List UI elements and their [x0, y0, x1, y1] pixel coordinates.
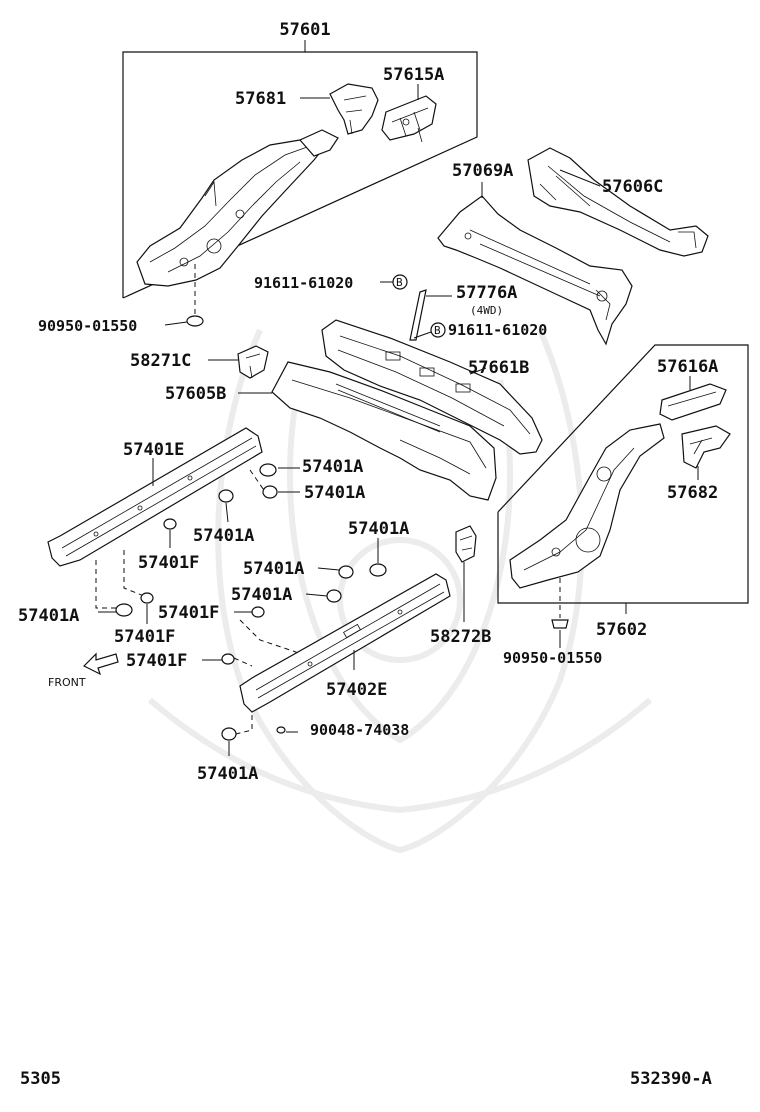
label-57401E: 57401E: [123, 440, 184, 460]
group-57602: 57602 57616A 57682: [497, 344, 749, 640]
part-57602-member: [509, 423, 665, 589]
front-arrow: FRONT: [48, 652, 119, 689]
label-58272B: 58272B: [430, 627, 491, 647]
plug-57401A-3: [218, 489, 234, 503]
part-57605B-floor: [271, 361, 497, 501]
label-57401A-1: 57401A: [302, 457, 363, 477]
part-90950-plug-top: [186, 315, 204, 327]
label-57681: 57681: [235, 89, 286, 109]
label-57606C: 57606C: [602, 177, 663, 197]
label-57401A-6: 57401A: [243, 559, 304, 579]
label-57401A-8: 57401A: [197, 764, 258, 784]
label-91611-top: 91611-61020: [254, 274, 353, 292]
bolt-b-bottom: [430, 322, 446, 338]
label-57682: 57682: [667, 483, 718, 503]
label-90950-bottom: 90950-01550: [503, 649, 602, 667]
plug-57401F-4: [221, 653, 235, 665]
label-57401F-2: 57401F: [114, 627, 175, 647]
plug-57401A-1: [259, 463, 277, 477]
label-57401F-1: 57401F: [138, 553, 199, 573]
part-57069A-crossmember: [437, 195, 633, 346]
bolt-mark-top: B: [396, 276, 403, 289]
footer-diagram-code: 532390-A: [630, 1069, 712, 1089]
label-57601: 57601: [279, 20, 330, 40]
plug-57401A-8: [221, 727, 237, 741]
part-58272B: [455, 525, 477, 563]
bolt-mark-bottom: B: [434, 324, 441, 337]
part-90048-clip: [276, 726, 286, 734]
label-57401A-4: 57401A: [18, 606, 79, 626]
part-57616A: [659, 383, 727, 421]
plug-57401A-6: [338, 565, 354, 579]
part-57681: [329, 83, 379, 135]
label-90048: 90048-74038: [310, 721, 409, 739]
label-57776A: 57776A: [456, 283, 517, 303]
part-57661B-crossmember: [321, 319, 543, 455]
label-57401F-3: 57401F: [158, 603, 219, 623]
part-57615A: [381, 95, 437, 141]
footer-page-number: 5305: [20, 1069, 61, 1089]
label-4wd: (4WD): [470, 304, 503, 317]
label-57605B: 57605B: [165, 384, 226, 404]
plug-57401A-5: [369, 563, 387, 577]
label-57401A-5: 57401A: [348, 519, 409, 539]
label-57402E: 57402E: [326, 680, 387, 700]
label-57615A: 57615A: [383, 65, 444, 85]
part-57601-member: [136, 131, 331, 287]
group-57601: 57601 57681 57615A: [122, 20, 478, 299]
plug-57401F-2: [140, 592, 154, 604]
plug-57401A-7: [326, 589, 342, 603]
part-57682: [681, 425, 731, 469]
part-57606C-member: [527, 147, 709, 257]
part-57776A-brace: [409, 289, 427, 341]
part-57401E-rail: [47, 427, 263, 567]
label-57401A-3: 57401A: [193, 526, 254, 546]
label-57069A: 57069A: [452, 161, 513, 181]
label-57401A-2: 57401A: [304, 483, 365, 503]
plug-57401F-1: [163, 518, 177, 530]
label-57602: 57602: [596, 620, 647, 640]
label-57616A: 57616A: [657, 357, 718, 377]
label-90950-top: 90950-01550: [38, 317, 137, 335]
label-57401A-7: 57401A: [231, 585, 292, 605]
front-label: FRONT: [48, 676, 86, 689]
part-90950-plug-bottom: [551, 619, 569, 629]
plug-57401A-4: [115, 603, 133, 617]
plug-57401A-2: [262, 485, 278, 499]
plug-57401F-3: [251, 606, 265, 618]
part-58271C: [237, 345, 269, 379]
label-57401F-4: 57401F: [126, 651, 187, 671]
label-91611-bottom: 91611-61020: [448, 321, 547, 339]
label-57661B: 57661B: [468, 358, 529, 378]
label-58271C: 58271C: [130, 351, 191, 371]
